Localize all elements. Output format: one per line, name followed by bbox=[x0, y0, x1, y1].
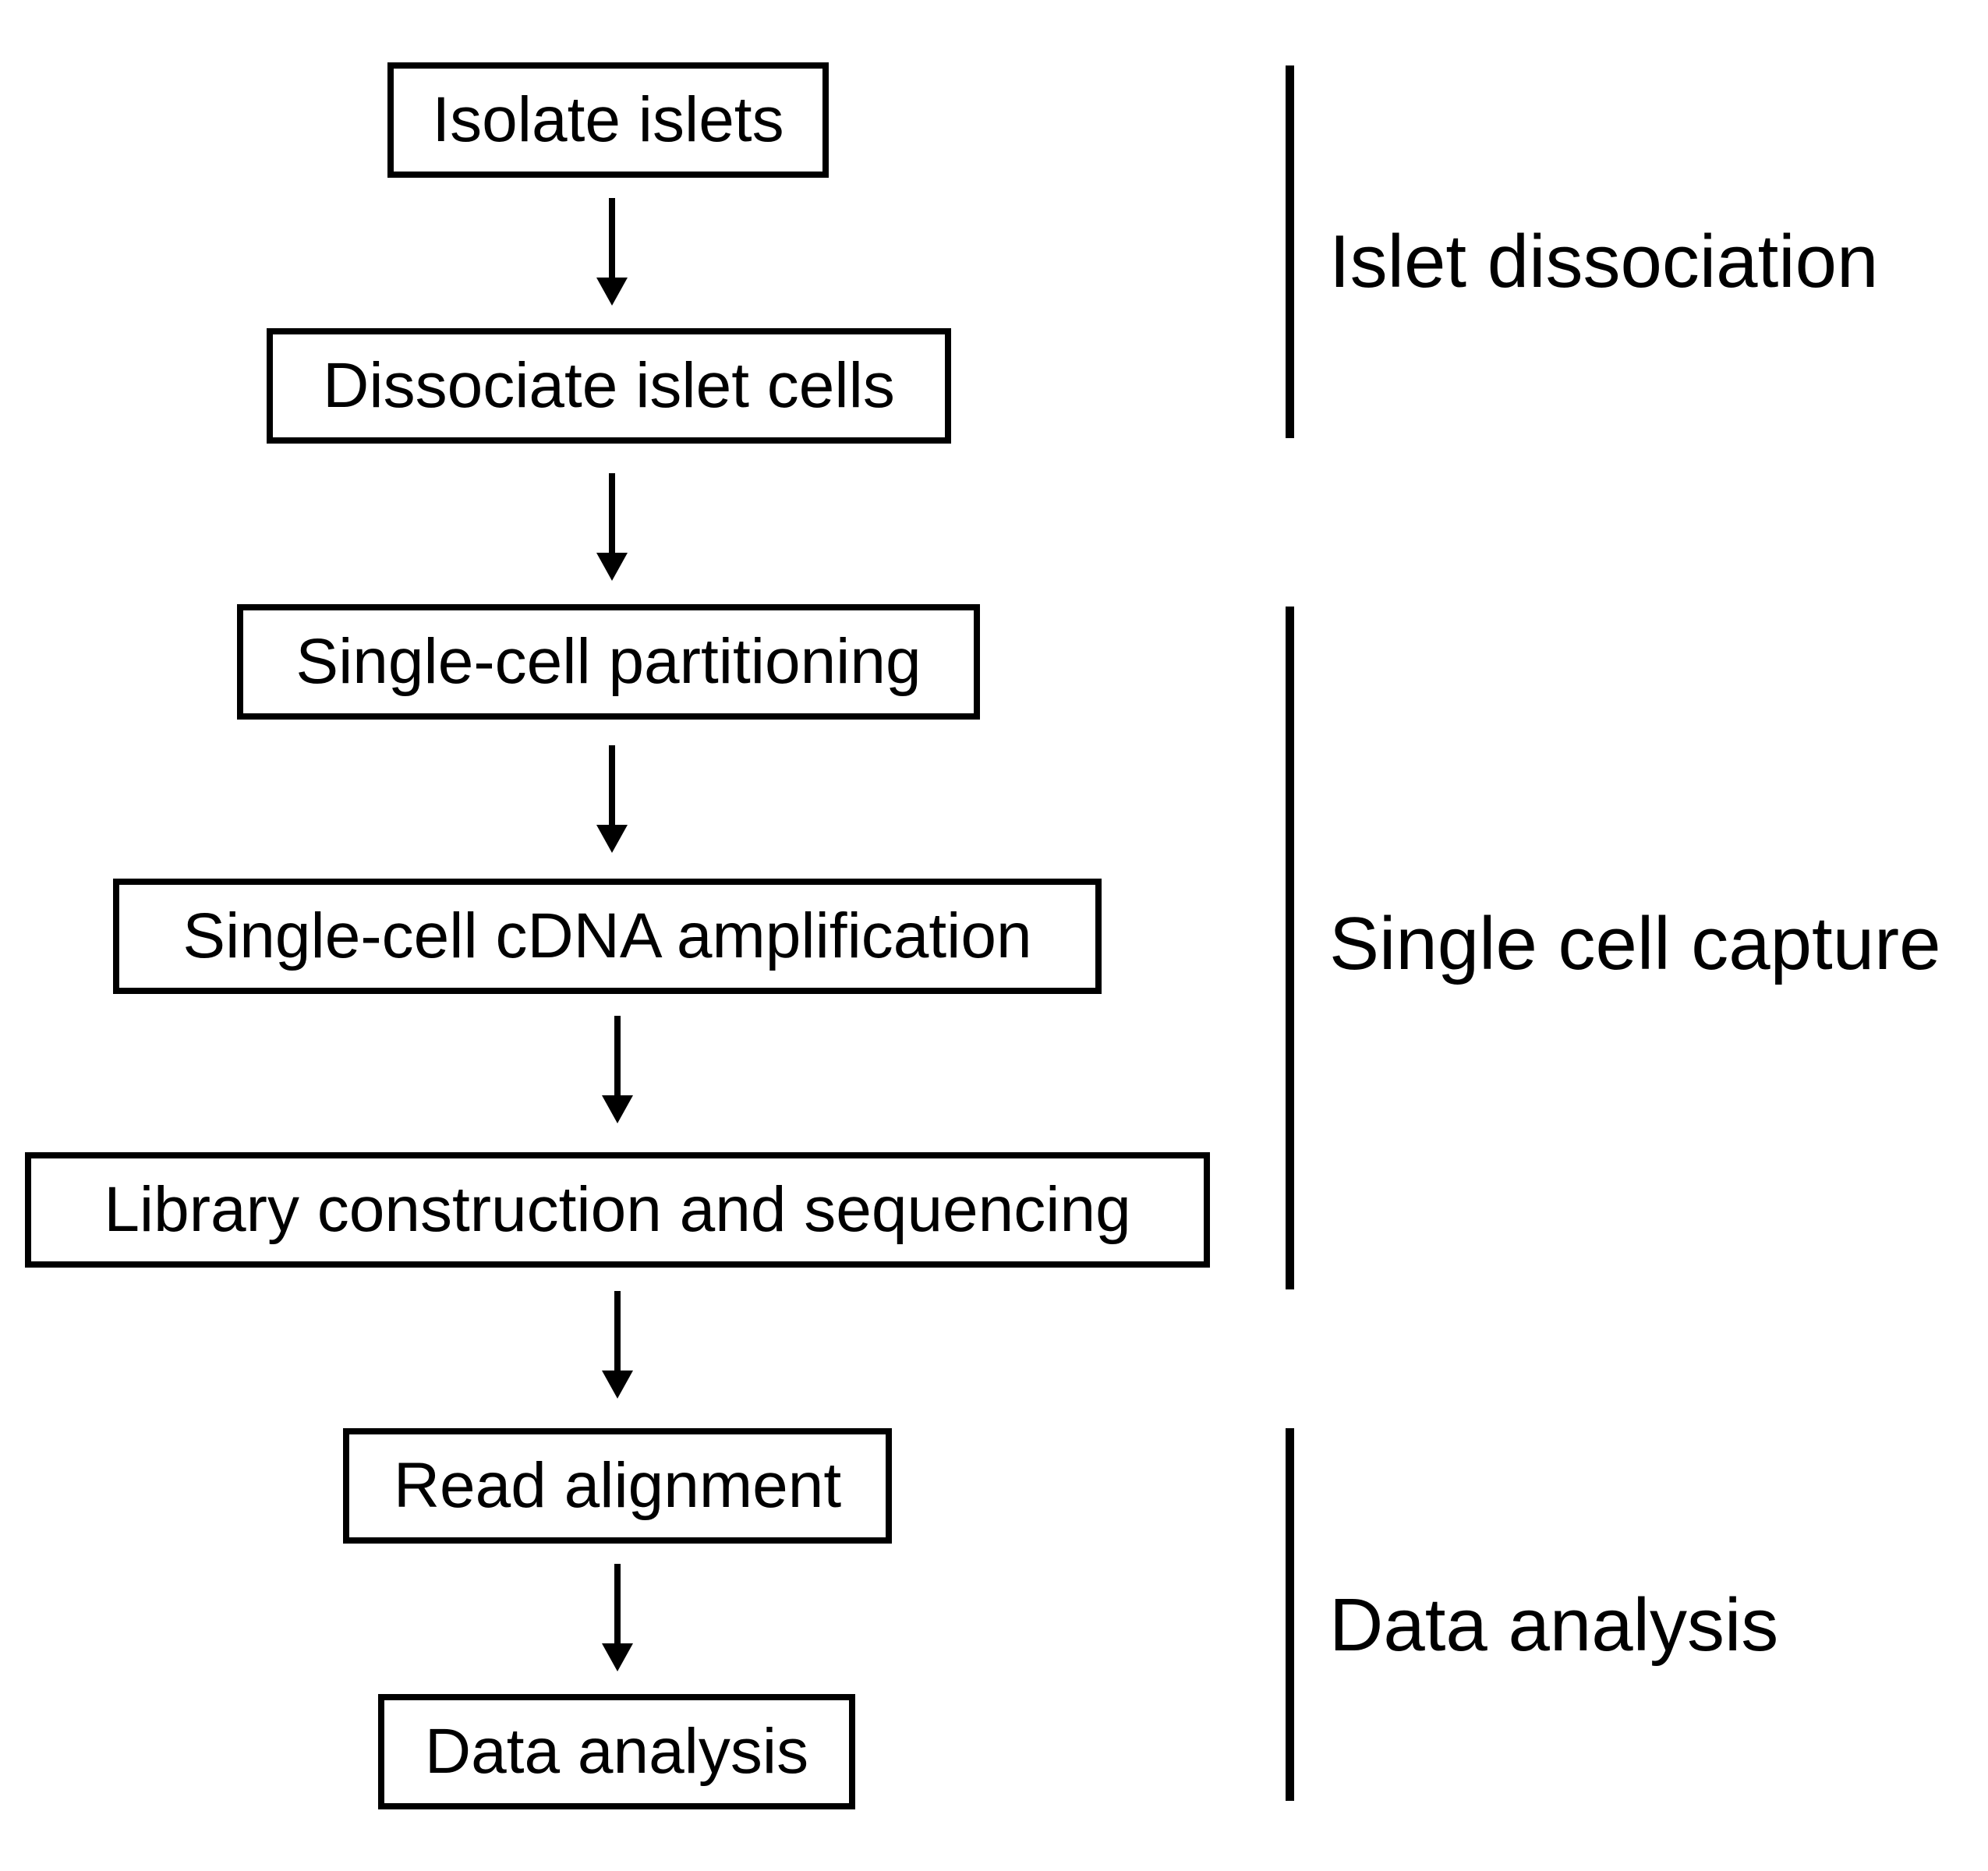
step-read-alignment: Read alignment bbox=[343, 1428, 892, 1544]
down-arrow-icon bbox=[602, 1564, 633, 1671]
step-dissociate-islet-cells: Dissociate islet cells bbox=[267, 328, 951, 444]
step-label: Library construction and sequencing bbox=[104, 1174, 1131, 1245]
step-single-cell-partitioning: Single-cell partitioning bbox=[237, 604, 980, 720]
step-label: Single-cell partitioning bbox=[295, 626, 921, 697]
stage-label-islet-dissociation: Islet dissociation bbox=[1329, 220, 1879, 303]
stage-label-data-analysis: Data analysis bbox=[1329, 1583, 1779, 1667]
step-label: Isolate islets bbox=[432, 84, 784, 155]
step-label: Dissociate islet cells bbox=[323, 350, 895, 421]
down-arrow-icon bbox=[596, 745, 628, 853]
step-label: Single-cell cDNA amplification bbox=[182, 900, 1032, 971]
step-library-construction-and-sequencing: Library construction and sequencing bbox=[25, 1152, 1210, 1268]
stage-bracket-islet-dissociation bbox=[1286, 65, 1294, 438]
step-label: Read alignment bbox=[393, 1450, 842, 1521]
stage-label-single-cell-capture: Single cell capture bbox=[1329, 902, 1941, 985]
down-arrow-icon bbox=[596, 473, 628, 581]
stage-bracket-single-cell-capture bbox=[1286, 607, 1294, 1289]
down-arrow-icon bbox=[596, 198, 628, 306]
stage-bracket-data-analysis bbox=[1286, 1428, 1294, 1801]
down-arrow-icon bbox=[602, 1291, 633, 1399]
step-isolate-islets: Isolate islets bbox=[387, 62, 829, 178]
step-data-analysis: Data analysis bbox=[378, 1694, 855, 1809]
step-single-cell-cdna-amplification: Single-cell cDNA amplification bbox=[113, 879, 1102, 994]
down-arrow-icon bbox=[602, 1016, 633, 1123]
step-label: Data analysis bbox=[424, 1716, 809, 1787]
